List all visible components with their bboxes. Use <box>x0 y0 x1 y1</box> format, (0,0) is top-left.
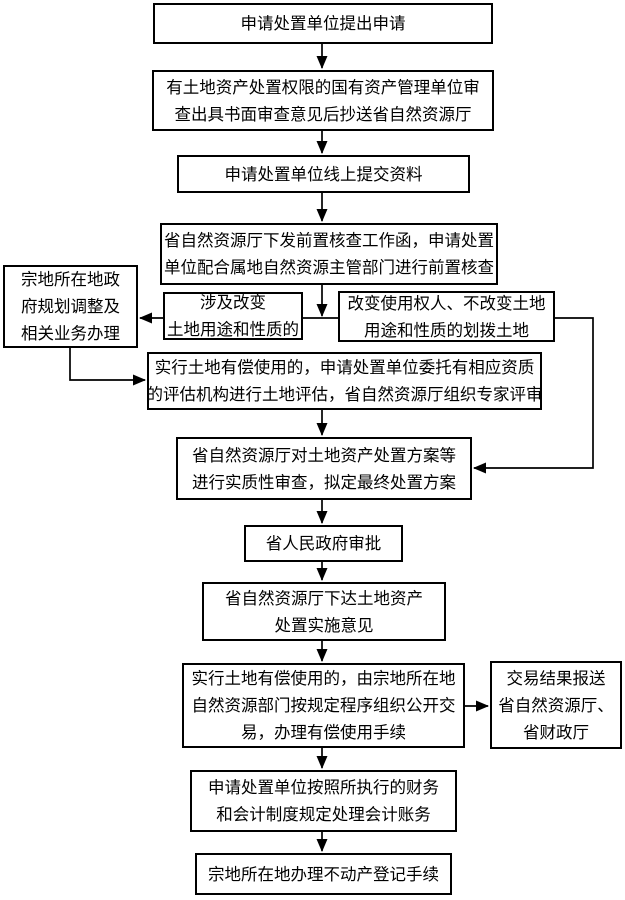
node-asset-admin-review: 有土地资产处置权限的国有资产管理单位审 查出具书面审查意见后抄送省自然资源厅 <box>152 70 494 131</box>
node-trade-result-report: 交易结果报送 省自然资源厅、 省财政厅 <box>490 661 622 749</box>
node-land-valuation: 实行土地有偿使用的，申请处置单位委托有相应资质 的评估机构进行土地评估，省自然资… <box>147 352 543 410</box>
node-online-materials: 申请处置单位线上提交资料 <box>177 155 470 193</box>
node-implementation-opinion: 省自然资源厅下达土地资产 处置实施意见 <box>202 582 446 641</box>
node-real-estate-registration: 宗地所在地办理不动产登记手续 <box>195 853 452 895</box>
node-pre-check: 省自然资源厅下发前置核查工作函，申请处置 单位配合属地自然资源主管部门进行前置核… <box>160 223 498 285</box>
node-allocated-land-branch: 改变使用权人、不改变土地 用途和性质的划拨土地 <box>338 291 555 342</box>
node-change-use-branch: 涉及改变 土地用途和性质的 <box>163 292 303 340</box>
node-accounting-treatment: 申请处置单位按照所执行的财务 和会计制度规定处理会计账务 <box>190 770 457 832</box>
node-substantive-review: 省自然资源厅对土地资产处置方案等 进行实质性审查，拟定最终处置方案 <box>176 437 472 500</box>
node-provincial-approval: 省人民政府审批 <box>244 525 403 562</box>
node-local-planning-adjust: 宗地所在地政 府规划调整及 相关业务办理 <box>3 265 138 348</box>
connector-allocated-to-review2 <box>473 317 594 474</box>
node-submit-application: 申请处置单位提出申请 <box>153 3 493 44</box>
node-public-trading: 实行土地有偿使用的，由宗地所在地 自然资源部门按规定程序组织公开交 易，办理有偿… <box>182 663 465 748</box>
connector-planning-to-valuation <box>69 348 146 386</box>
